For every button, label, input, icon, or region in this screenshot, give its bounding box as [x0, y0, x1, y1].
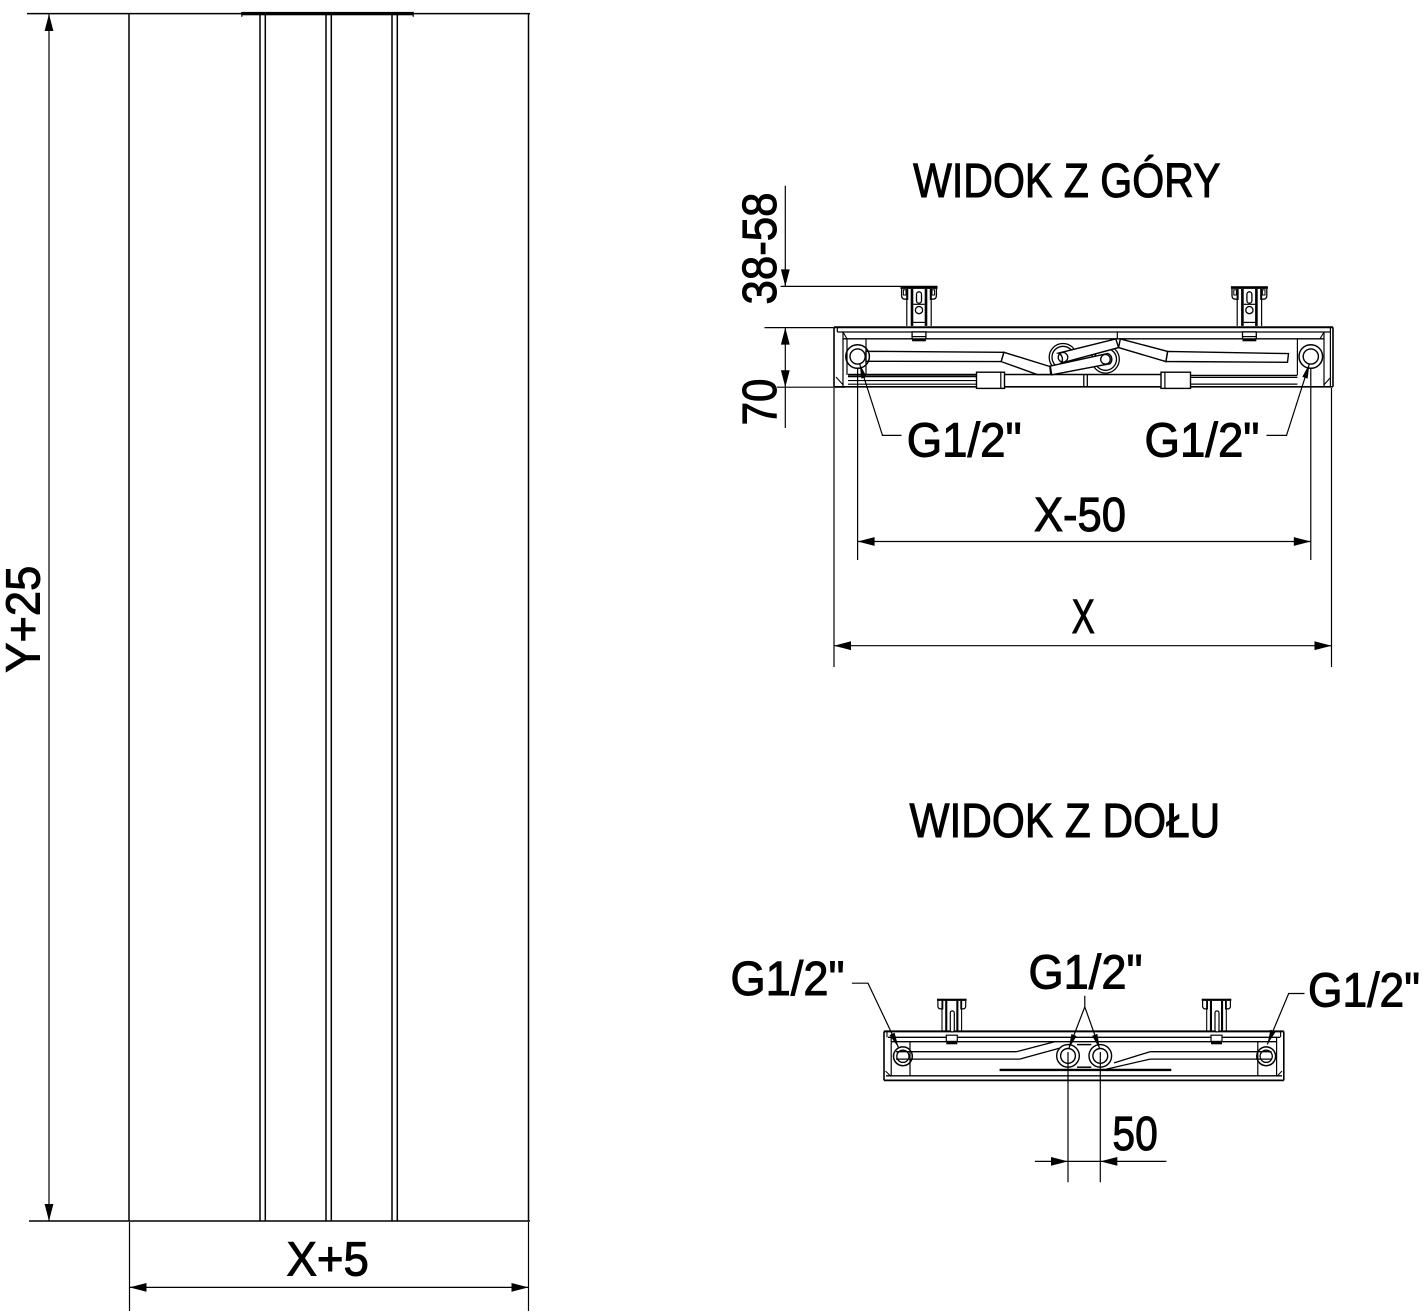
svg-text:G1/2": G1/2"	[1145, 413, 1260, 467]
svg-text:38-58: 38-58	[733, 193, 787, 305]
svg-text:WIDOK Z GÓRY: WIDOK Z GÓRY	[913, 154, 1220, 208]
svg-text:X+5: X+5	[286, 1233, 369, 1287]
svg-text:X-50: X-50	[1034, 488, 1126, 542]
svg-text:70: 70	[733, 379, 787, 426]
svg-text:G1/2": G1/2"	[907, 413, 1022, 467]
svg-text:50: 50	[1112, 1107, 1157, 1161]
svg-text:WIDOK Z DOŁU: WIDOK Z DOŁU	[910, 794, 1221, 848]
svg-text:G1/2": G1/2"	[1029, 946, 1143, 1000]
svg-text:X: X	[1072, 590, 1095, 644]
svg-text:G1/2": G1/2"	[731, 952, 845, 1006]
svg-text:Y+25: Y+25	[0, 566, 50, 673]
svg-text:G1/2": G1/2"	[1308, 964, 1420, 1018]
